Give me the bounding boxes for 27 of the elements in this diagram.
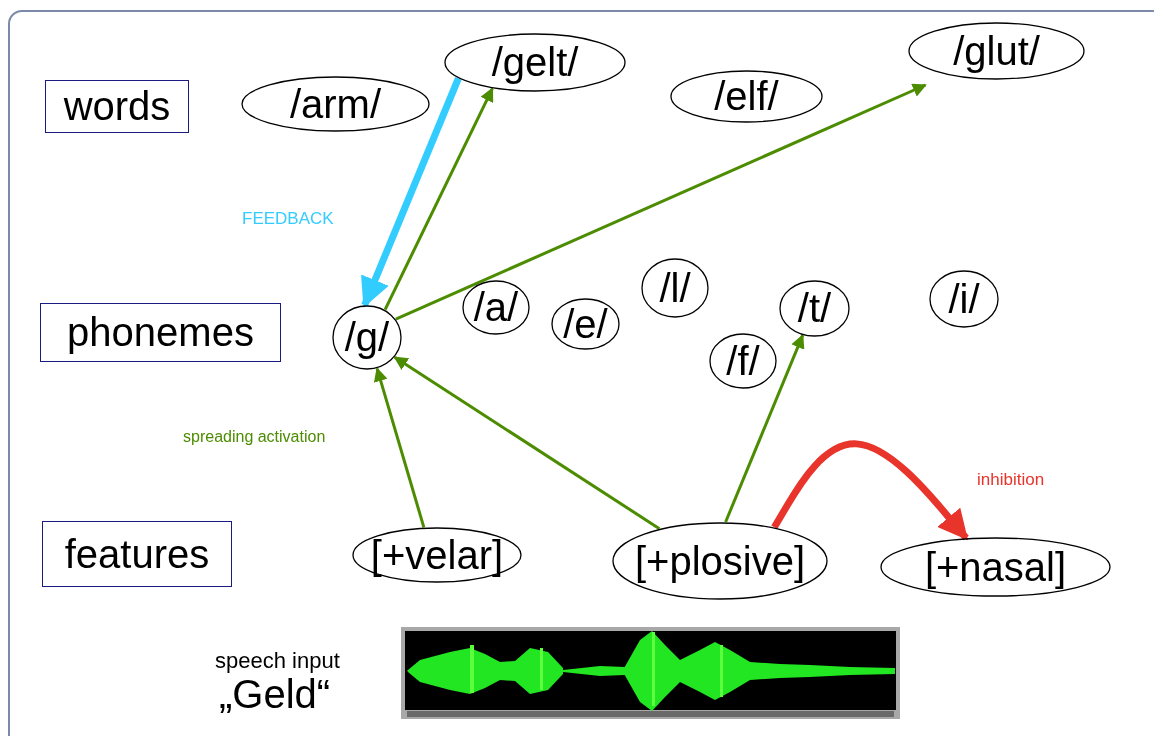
- ellipse-node: /i/: [929, 270, 999, 328]
- arrow: [393, 356, 661, 530]
- arrow: [395, 83, 927, 321]
- thick-arrow: [771, 440, 969, 541]
- ellipse-node: /t/: [779, 280, 850, 337]
- ellipse-node: /glut/: [908, 22, 1085, 80]
- level-label-box: features: [42, 521, 232, 587]
- caption-text: speech input: [215, 648, 340, 674]
- caption-text: „Geld“: [219, 672, 331, 717]
- arrow: [373, 367, 426, 528]
- arrow: [383, 87, 494, 311]
- ellipse-node: /a/: [462, 280, 530, 335]
- ellipse-node: [+nasal]: [880, 537, 1111, 597]
- ellipse-node: /gelt/: [444, 33, 626, 92]
- ellipse-node: /g/: [332, 305, 402, 370]
- ellipse-node: [+plosive]: [612, 522, 828, 600]
- annotation-text: spreading activation: [183, 428, 326, 446]
- ellipse-node: /e/: [551, 298, 620, 350]
- level-label-box: phonemes: [40, 303, 281, 362]
- arrow: [724, 334, 805, 523]
- ellipse-node: [+velar]: [352, 527, 522, 583]
- ellipse-node: /elf/: [670, 70, 823, 123]
- ellipse-node: /f/: [709, 333, 777, 389]
- level-label-box: words: [45, 80, 189, 133]
- ellipse-node: /arm/: [241, 76, 430, 132]
- thick-arrow: [361, 77, 462, 308]
- ellipse-node: /l/: [641, 258, 709, 318]
